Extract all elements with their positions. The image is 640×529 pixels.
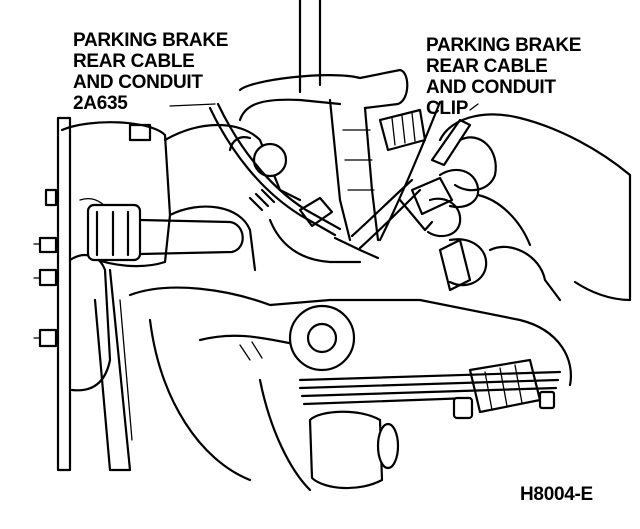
- lower-control-arm: [128, 238, 572, 492]
- label-right-line4: CLIP: [426, 98, 469, 119]
- label-left-line1: PARKING BRAKE: [73, 30, 229, 51]
- left-leader-line: [169, 103, 216, 107]
- label-left-line3: AND CONDUIT: [73, 72, 203, 93]
- figure-code: H8004-E: [520, 484, 593, 505]
- knuckle-structure: [163, 0, 427, 272]
- label-left-line2: REAR CABLE: [73, 51, 195, 72]
- brake-cable: [208, 100, 472, 264]
- label-parking-brake-cable-clip: PARKING BRAKE REAR CABLE AND CONDUIT CLI…: [426, 35, 581, 119]
- label-right-line3: AND CONDUIT: [426, 77, 556, 98]
- label-parking-brake-cable-2a635: PARKING BRAKE REAR CABLE AND CONDUIT 2A6…: [73, 30, 228, 114]
- label-left-line4: 2A635: [73, 93, 128, 114]
- clip-leader-line: [469, 103, 479, 111]
- label-right-line1: PARKING BRAKE: [426, 35, 582, 56]
- label-right-line2: REAR CABLE: [426, 56, 548, 77]
- brake-drum-assembly: [33, 116, 244, 472]
- hand-and-clip: [398, 113, 632, 302]
